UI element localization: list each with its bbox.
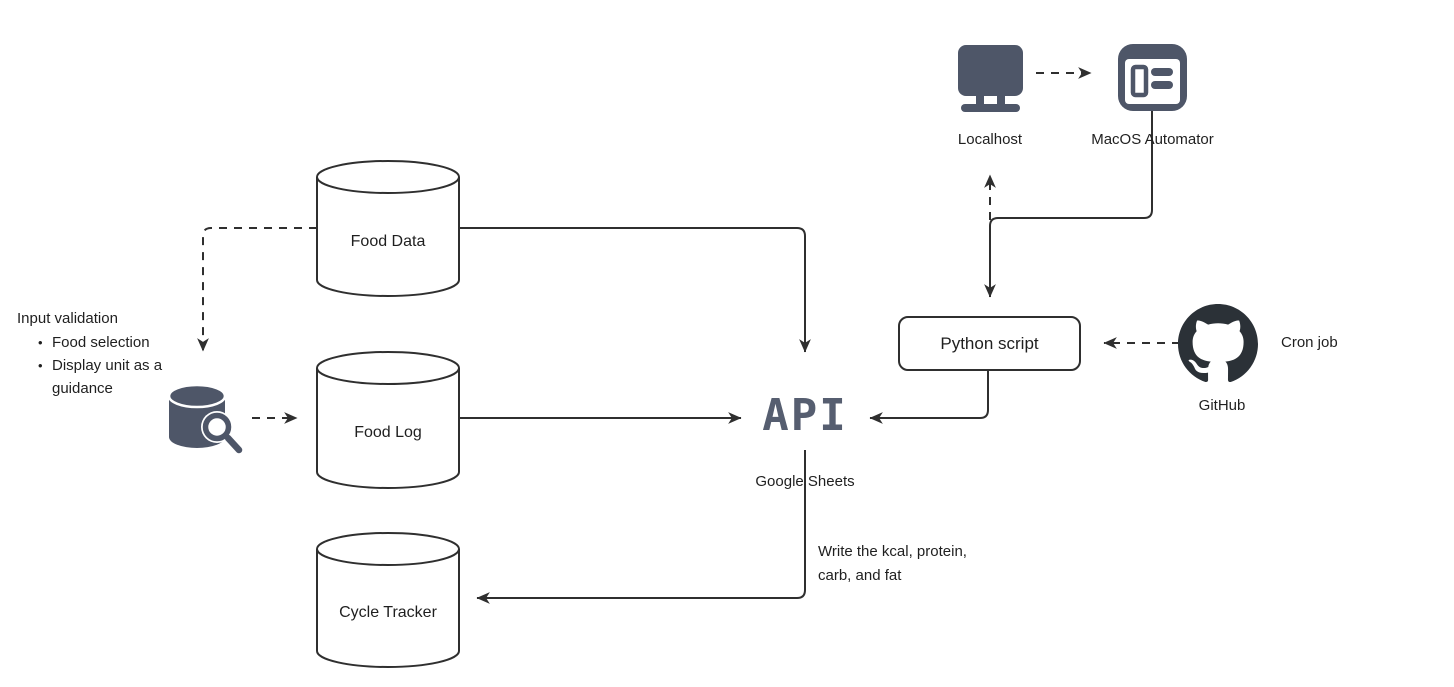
python-script-node: Python script [898,316,1081,371]
cycle-tracker-cylinder [316,532,460,668]
api-node: API [762,390,848,441]
monitor-icon [958,45,1023,112]
input-validation-title: Input validation [17,310,118,327]
food-log-cylinder [316,351,460,489]
input-validation-note: Input validation • Food selection • Disp… [17,310,184,400]
localhost-label: Localhost [957,131,1023,148]
app-window-icon [1118,44,1187,111]
macos-automator-label: MacOS Automator [1091,131,1214,148]
input-validation-bullet: • Food selection [38,331,184,354]
connector-python-to-api [869,371,989,424]
cycle-tracker-label: Cycle Tracker [339,604,437,621]
input-validation-bullet: • Display unit as a guidance [38,354,184,400]
food-data-label: Food Data [350,233,426,250]
connector-api-to-cycle-tracker [476,450,806,604]
bullet-icon: • [38,335,43,350]
cron-job-label: Cron job [1281,334,1338,351]
google-sheets-label: Google Sheets [755,473,855,490]
github-octocat-icon [1178,304,1258,383]
write-note: Write the kcal, protein, carb, and fat [818,543,967,584]
food-data-cylinder [316,160,460,297]
database-search-icon [167,383,247,458]
github-label: GitHub [1198,397,1246,414]
python-script-label: Python script [940,333,1039,353]
connector-automator-to-python [984,111,1153,298]
bullet-icon: • [38,358,43,373]
connector-food-data-to-search [197,227,317,352]
connector-food-data-to-api [459,227,811,353]
food-log-label: Food Log [354,424,422,441]
